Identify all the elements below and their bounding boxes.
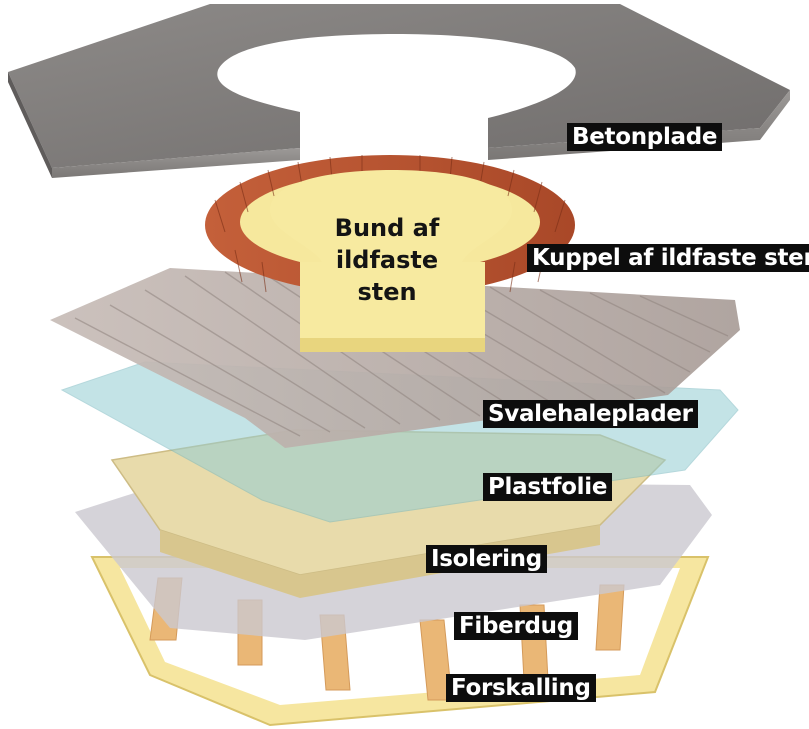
label-kuppel: Kuppel af ildfaste sten — [527, 244, 809, 272]
label-isolering: Isolering — [426, 545, 547, 573]
label-svalehaleplader: Svalehaleplader — [483, 400, 698, 428]
label-forskalling: Forskalling — [446, 674, 596, 702]
label-bund-line-3: sten — [357, 278, 417, 306]
label-bund-line-2: ildfaste — [335, 246, 439, 274]
label-plastfolie: Plastfolie — [483, 473, 613, 501]
label-betonplade: Betonplade — [567, 123, 723, 151]
concrete-slab — [8, 4, 790, 178]
label-bund: Bund af ildfaste sten — [334, 212, 440, 308]
label-fiberdug: Fiberdug — [454, 612, 578, 640]
hearth-floor — [270, 170, 512, 352]
label-bund-line-1: Bund af — [334, 214, 440, 242]
